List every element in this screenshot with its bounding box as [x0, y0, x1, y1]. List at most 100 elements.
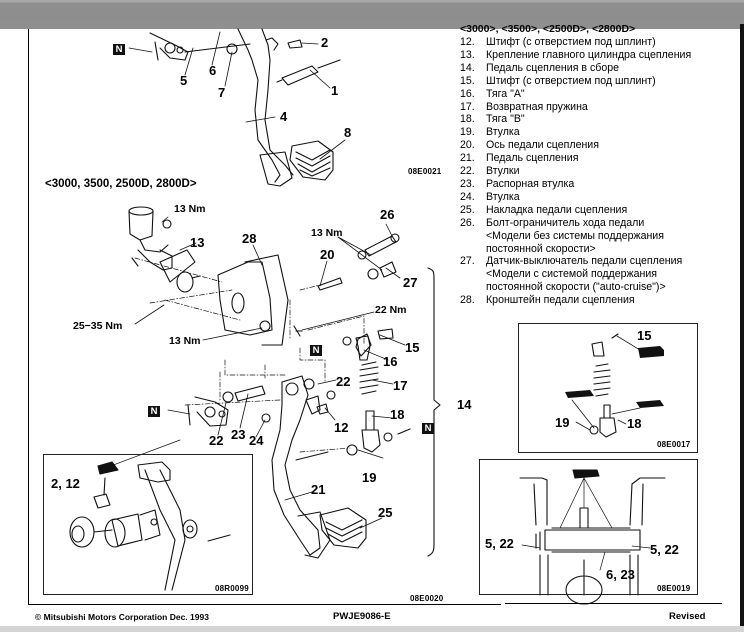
- part-name: Втулка: [486, 126, 520, 139]
- part-number: 19.: [460, 126, 475, 139]
- label-14: 14: [457, 397, 472, 412]
- part-name: Ось педали сцепления: [486, 139, 599, 152]
- parts-list-item: 13. Крепление главного цилиндра сцепления: [460, 49, 735, 62]
- viewer-bottom-bar: [0, 626, 744, 632]
- label-13: 13: [190, 235, 205, 250]
- part-name: Втулки: [486, 165, 520, 178]
- label-24: 24: [249, 433, 264, 448]
- n-replace-mark: N: [310, 345, 322, 356]
- label-5-22-right: 5, 22: [650, 542, 679, 557]
- parts-list-item: 23. Распорная втулка: [460, 178, 735, 191]
- label-2: 2: [321, 35, 329, 50]
- label-25: 25: [378, 505, 393, 520]
- part-description: Распорная втулка: [486, 178, 735, 191]
- label-18: 18: [390, 407, 405, 422]
- parts-list-item: 20. Ось педали сцепления: [460, 139, 735, 152]
- part-number: 27.: [460, 255, 475, 268]
- copyright: © Mitsubishi Motors Corporation Dec. 199…: [35, 612, 209, 622]
- part-number: 18.: [460, 113, 475, 126]
- torque-bracket: 13 Nm: [169, 335, 201, 347]
- label-7: 7: [218, 85, 226, 100]
- revision-status: Revised: [669, 611, 706, 622]
- part-name: Штифт (с отверстием под шплинт): [486, 36, 656, 48]
- figure-code-08E0020: 08E0020: [410, 594, 444, 603]
- part-number: 28.: [460, 294, 475, 307]
- inset-spring-oil-cans: [565, 346, 664, 408]
- parts-list-item: 25. Накладка педали сцепления: [460, 204, 735, 217]
- main-leader-lines: [99, 216, 406, 529]
- label-27: 27: [403, 275, 418, 290]
- n-replace-mark: N: [422, 423, 434, 434]
- label-6: 6: [209, 63, 217, 78]
- part-description: Втулка: [486, 191, 735, 204]
- part-number: 23.: [460, 177, 475, 190]
- parts-list-item: 15. Штифт (с отверстием под шплинт): [460, 75, 735, 88]
- torque-switch: 13 Nm: [311, 227, 343, 239]
- label-19: 19: [555, 415, 570, 430]
- part-number: 20.: [460, 139, 475, 152]
- part-description: Штифт (с отверстием под шплинт): [486, 75, 735, 88]
- variant-heading: <3000, 3500, 2500D, 2800D>: [45, 178, 197, 190]
- parts-list-item: 17. Возвратная пружина: [460, 101, 735, 114]
- diagram-frame: [28, 29, 501, 605]
- part-number: 17.: [460, 100, 475, 113]
- part-description: Крепление главного цилиндра сцепления: [486, 49, 735, 62]
- inset-pin-drawing: [69, 461, 231, 591]
- label-1: 1: [331, 83, 339, 98]
- part-note: постоянной скорости ("auto-cruise")>: [486, 281, 666, 294]
- parts-list-item: 21. Педаль сцепления: [460, 152, 735, 165]
- label-15: 15: [637, 328, 652, 343]
- parts-list: <3000>, <3500>, <2500D>, <2800D> 12.Штиф…: [460, 23, 735, 307]
- parts-list-item: 18. Тяга "B": [460, 113, 735, 126]
- label-5-22-left: 5, 22: [485, 536, 514, 551]
- parts-list-item: 16.Тяга "A": [460, 88, 735, 101]
- parts-list-item: 12.Штифт (с отверстием под шплинт): [460, 36, 735, 49]
- inset-shaft-drawing: [519, 469, 666, 605]
- part-description: Накладка педали сцепления: [486, 204, 735, 217]
- part-description: Педаль сцепления в сборе: [486, 62, 735, 75]
- label-18: 18: [627, 416, 642, 431]
- part-number: 15.: [460, 74, 475, 87]
- dashed-lines: [134, 257, 365, 453]
- parts-list-item: 24.Втулка: [460, 191, 735, 204]
- clevis-parts: [187, 378, 336, 427]
- part-name: Распорная втулка: [486, 177, 575, 190]
- label-12: 12: [334, 420, 349, 435]
- part-name: Тяга "A": [486, 87, 525, 100]
- parts-list-item: 19. Втулка: [460, 126, 735, 139]
- part-number: 25.: [460, 203, 475, 216]
- part-number: 26.: [460, 216, 475, 229]
- pedal-shaft-parts: [293, 233, 400, 357]
- figure-code-08E0021: 08E0021: [408, 167, 442, 176]
- part-description: Датчик-выключатель педали сцепления<Моде…: [486, 255, 735, 294]
- pedal-arm-21: [271, 375, 367, 559]
- part-description: Педаль сцепления: [486, 152, 735, 165]
- part-number: 21.: [460, 152, 475, 165]
- part-description: Тяга "B": [486, 113, 735, 126]
- inset-spring-detail: [518, 323, 698, 453]
- label-19: 19: [362, 470, 377, 485]
- part-description: Штифт (с отверстием под шплинт): [486, 36, 735, 49]
- part-name: Возвратная пружина: [486, 100, 588, 113]
- parts-list-item: 14. Педаль сцепления в сборе: [460, 62, 735, 75]
- part-number: 14.: [460, 61, 475, 74]
- part-number: 22.: [460, 165, 475, 178]
- scrollbar[interactable]: [740, 24, 744, 626]
- label-20: 20: [320, 247, 335, 262]
- pedal-bracket: [217, 254, 289, 346]
- part-name: Датчик-выключатель педали сцепления: [486, 255, 683, 268]
- n-replace-mark: N: [113, 44, 125, 55]
- part-name: Болт-ограничитель хода педали: [486, 216, 645, 229]
- part-note: <Модели без системы поддержания: [486, 229, 664, 242]
- torque-bolt: 22 Nm: [375, 304, 407, 316]
- top-leader-lines: [128, 31, 346, 160]
- footer-separator: [505, 603, 722, 604]
- parts-list-item: 26. Болт-ограничитель хода педали<Модели …: [460, 217, 735, 256]
- part-description: Втулка: [486, 126, 735, 139]
- part-name: Штифт (с отверстием под шплинт): [486, 74, 656, 87]
- parts-list-item: 22. Втулки: [460, 165, 735, 178]
- figure-code-08R0099: 08R0099: [215, 584, 249, 593]
- inset-pin-detail: [43, 454, 253, 595]
- label-21: 21: [311, 482, 326, 497]
- part-number: 13.: [460, 48, 475, 61]
